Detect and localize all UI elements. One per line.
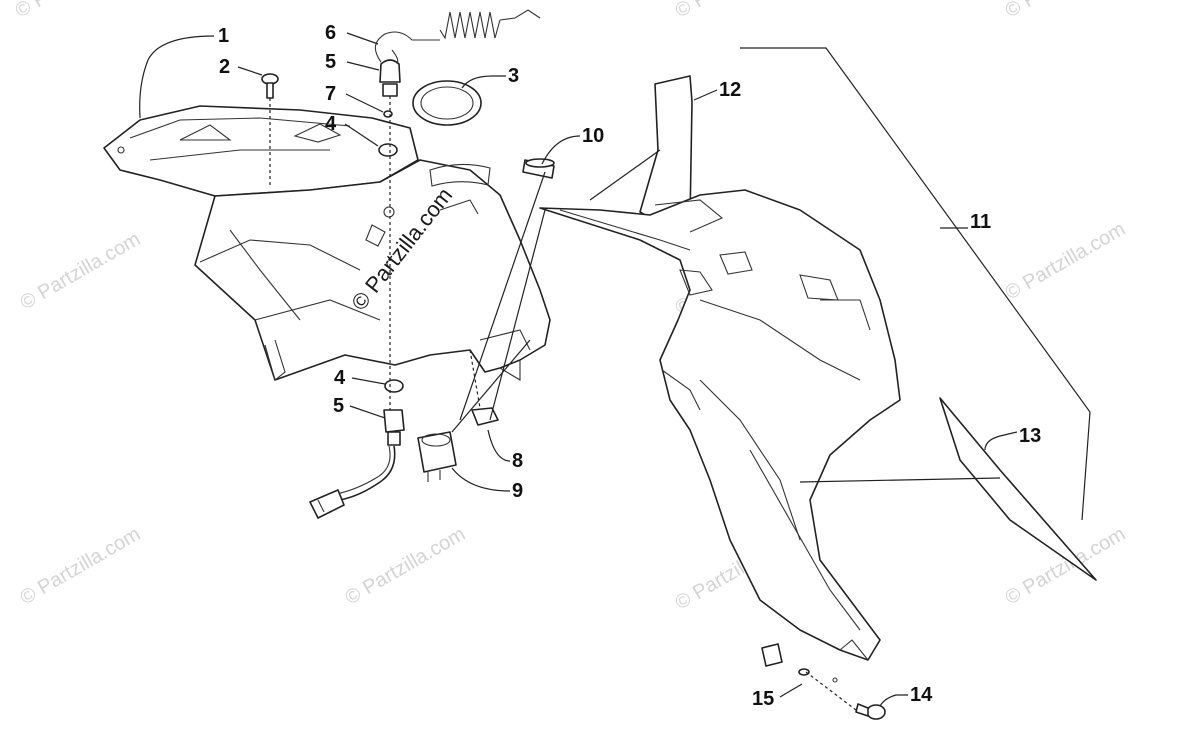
part-14-push-rivet: [855, 703, 886, 720]
part-8-clip: [471, 407, 499, 426]
part-10-trim-ring: [522, 158, 555, 179]
watermark: © Partzilla.com: [17, 523, 145, 609]
callout-1: 1: [218, 25, 229, 47]
part-5-cap-top: [379, 59, 401, 97]
watermark: © Partzilla.com: [1002, 218, 1130, 304]
part-4-washer-bottom: [384, 379, 404, 393]
callout-3: 3: [508, 65, 519, 87]
part-6-tether-cord: [374, 9, 541, 65]
part-15-clip-nut: [761, 643, 810, 676]
part-9-connector: [417, 431, 457, 482]
part-7-washer: [383, 110, 393, 118]
callout-4-bottom: 4: [334, 367, 346, 389]
watermark: © Partzilla.com: [17, 228, 145, 314]
watermark: © Partzilla.com: [12, 0, 140, 22]
part-5-switch-harness: [309, 409, 405, 519]
watermark: © Partzilla.com: [342, 523, 470, 609]
leader-lines: [139, 32, 1091, 711]
callout-11: 11: [970, 211, 991, 233]
callout-6: 6: [325, 22, 336, 44]
part-13-decal: [939, 397, 1097, 581]
callout-14: 14: [910, 684, 933, 706]
watermark: © Partzilla.com: [1002, 0, 1130, 22]
callout-5-top: 5: [325, 51, 336, 73]
watermark: © Partzilla.com: [1002, 523, 1130, 609]
part-3-gasket-ring: [412, 80, 482, 126]
callout-labels: 1 2 3 4 4 5 5 6 7 8 9 10 11 12 13 14 15: [218, 22, 1041, 710]
callout-7: 7: [325, 83, 336, 105]
callout-12: 12: [719, 79, 741, 101]
callout-10: 10: [582, 125, 604, 147]
callout-9: 9: [512, 480, 523, 502]
part-2-screw: [261, 73, 279, 99]
part-4-washer-top: [378, 143, 398, 157]
callout-5-bottom: 5: [333, 395, 344, 417]
callout-15: 15: [752, 688, 774, 710]
callout-8: 8: [512, 450, 523, 472]
part-1-front-panel: [103, 105, 551, 381]
callout-4-top: 4: [325, 113, 337, 135]
part-11-side-panel: [539, 189, 901, 683]
callout-2: 2: [219, 56, 230, 78]
watermark-layer: © Partzilla.com © Partzilla.com © Partzi…: [12, 0, 1130, 614]
watermark: © Partzilla.com: [672, 0, 800, 22]
callout-13: 13: [1019, 425, 1041, 447]
